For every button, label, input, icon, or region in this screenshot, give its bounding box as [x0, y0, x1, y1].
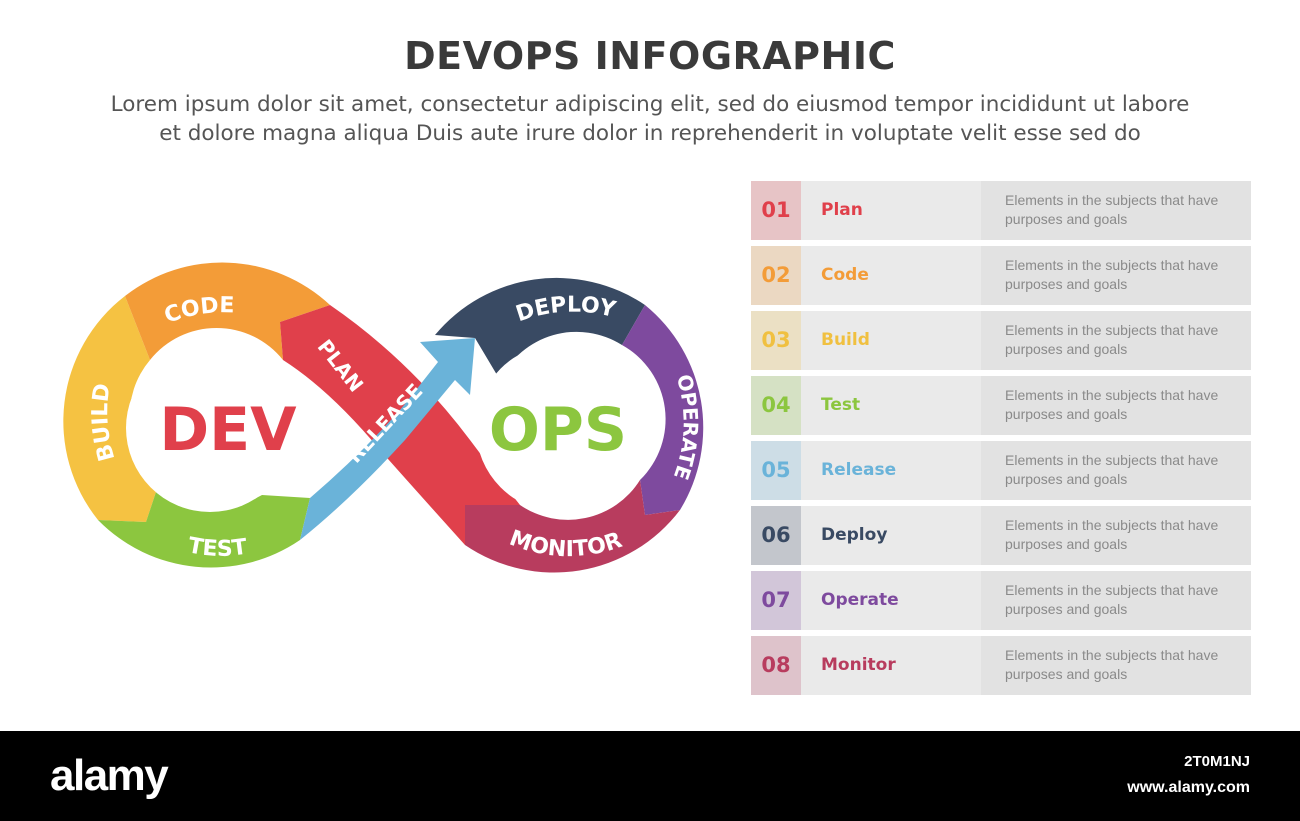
- step-label: Release: [821, 460, 897, 480]
- step-description-box: Elements in the subjects that have purpo…: [981, 376, 1251, 435]
- image-id: 2T0M1NJ: [1184, 753, 1250, 770]
- step-row: 05 Release Elements in the subjects that…: [751, 441, 1251, 500]
- step-label: Code: [821, 265, 869, 285]
- step-description-box: Elements in the subjects that have purpo…: [981, 181, 1251, 240]
- step-row: 03 Build Elements in the subjects that h…: [751, 311, 1251, 370]
- step-number: 07: [751, 571, 801, 630]
- step-list: 01 Plan Elements in the subjects that ha…: [751, 181, 1251, 701]
- step-description: Elements in the subjects that have purpo…: [1005, 257, 1219, 292]
- step-number: 05: [751, 441, 801, 500]
- step-label: Deploy: [821, 525, 888, 545]
- step-description-box: Elements in the subjects that have purpo…: [981, 311, 1251, 370]
- step-description-box: Elements in the subjects that have purpo…: [981, 506, 1251, 565]
- step-row: 07 Operate Elements in the subjects that…: [751, 571, 1251, 630]
- segment-monitor: [465, 480, 680, 573]
- segment-code: [125, 262, 330, 360]
- step-label: Build: [821, 330, 870, 350]
- step-number: 04: [751, 376, 801, 435]
- step-description: Elements in the subjects that have purpo…: [1005, 192, 1219, 227]
- step-description: Elements in the subjects that have purpo…: [1005, 517, 1219, 552]
- step-description: Elements in the subjects that have purpo…: [1005, 647, 1219, 682]
- footer-bar: alamy 2T0M1NJ www.alamy.com: [0, 731, 1300, 821]
- segment-label-test: TEST: [186, 533, 248, 562]
- segment-test: [98, 480, 310, 568]
- segment-operate: [622, 305, 704, 515]
- step-number: 06: [751, 506, 801, 565]
- step-row: 08 Monitor Elements in the subjects that…: [751, 636, 1251, 695]
- subtitle-line-2: et dolore magna aliqua Duis aute irure d…: [159, 121, 1141, 146]
- step-description: Elements in the subjects that have purpo…: [1005, 387, 1219, 422]
- step-label: Operate: [821, 590, 899, 610]
- step-number: 01: [751, 181, 801, 240]
- step-row: 04 Test Elements in the subjects that ha…: [751, 376, 1251, 435]
- step-description-box: Elements in the subjects that have purpo…: [981, 636, 1251, 695]
- svg-text:TEST: TEST: [186, 533, 248, 562]
- step-description-box: Elements in the subjects that have purpo…: [981, 441, 1251, 500]
- step-row: 01 Plan Elements in the subjects that ha…: [751, 181, 1251, 240]
- step-row: 06 Deploy Elements in the subjects that …: [751, 506, 1251, 565]
- step-label: Test: [821, 395, 861, 415]
- step-number: 03: [751, 311, 801, 370]
- infinity-diagram: DEV OPS CODE BUILD TEST RELEASE DEPLOY O…: [63, 262, 704, 573]
- site-url: www.alamy.com: [1127, 779, 1250, 796]
- page-title: DEVOPS INFOGRAPHIC: [404, 34, 896, 78]
- dev-label: DEV: [159, 395, 297, 465]
- ops-label: OPS: [489, 395, 627, 465]
- step-description-box: Elements in the subjects that have purpo…: [981, 571, 1251, 630]
- segment-release: [300, 338, 475, 540]
- step-label: Plan: [821, 200, 863, 220]
- step-number: 08: [751, 636, 801, 695]
- subtitle-line-1: Lorem ipsum dolor sit amet, consectetur …: [110, 92, 1190, 117]
- brand-logo: alamy: [50, 751, 169, 800]
- step-label: Monitor: [821, 655, 896, 675]
- step-description-box: Elements in the subjects that have purpo…: [981, 246, 1251, 305]
- step-number: 02: [751, 246, 801, 305]
- segment-deploy: [435, 277, 645, 380]
- step-description: Elements in the subjects that have purpo…: [1005, 322, 1219, 357]
- step-description: Elements in the subjects that have purpo…: [1005, 582, 1219, 617]
- step-description: Elements in the subjects that have purpo…: [1005, 452, 1219, 487]
- step-row: 02 Code Elements in the subjects that ha…: [751, 246, 1251, 305]
